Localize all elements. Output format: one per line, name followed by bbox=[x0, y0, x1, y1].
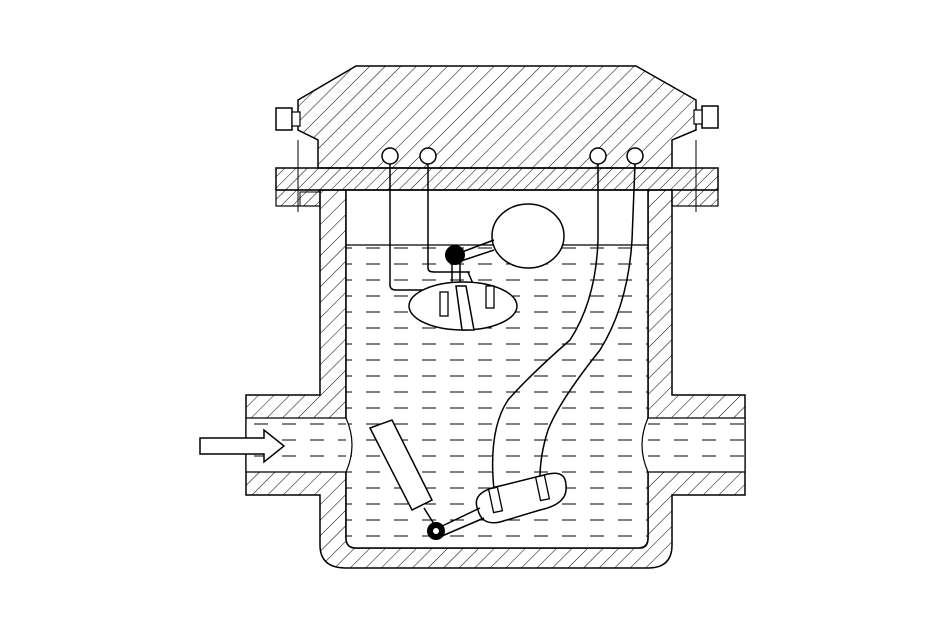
cover bbox=[297, 65, 697, 169]
upper-pivot bbox=[445, 245, 465, 265]
upper-float-ball bbox=[491, 203, 565, 269]
cover-port-3 bbox=[589, 147, 607, 165]
cover-flange bbox=[275, 167, 719, 191]
tube-1 bbox=[491, 164, 599, 491]
cover-port-4 bbox=[626, 147, 644, 165]
lower-lever-arm bbox=[368, 419, 434, 512]
cover-port-2 bbox=[419, 147, 437, 165]
side-plug-right bbox=[693, 105, 719, 129]
side-plug-left bbox=[275, 107, 301, 131]
tube-2 bbox=[539, 163, 636, 479]
arrow-right-icon bbox=[199, 428, 286, 464]
body-flange-right bbox=[671, 189, 719, 207]
cover-port-1 bbox=[381, 147, 399, 165]
lower-float-assembly bbox=[368, 419, 567, 540]
upper-float-assembly bbox=[389, 164, 565, 331]
